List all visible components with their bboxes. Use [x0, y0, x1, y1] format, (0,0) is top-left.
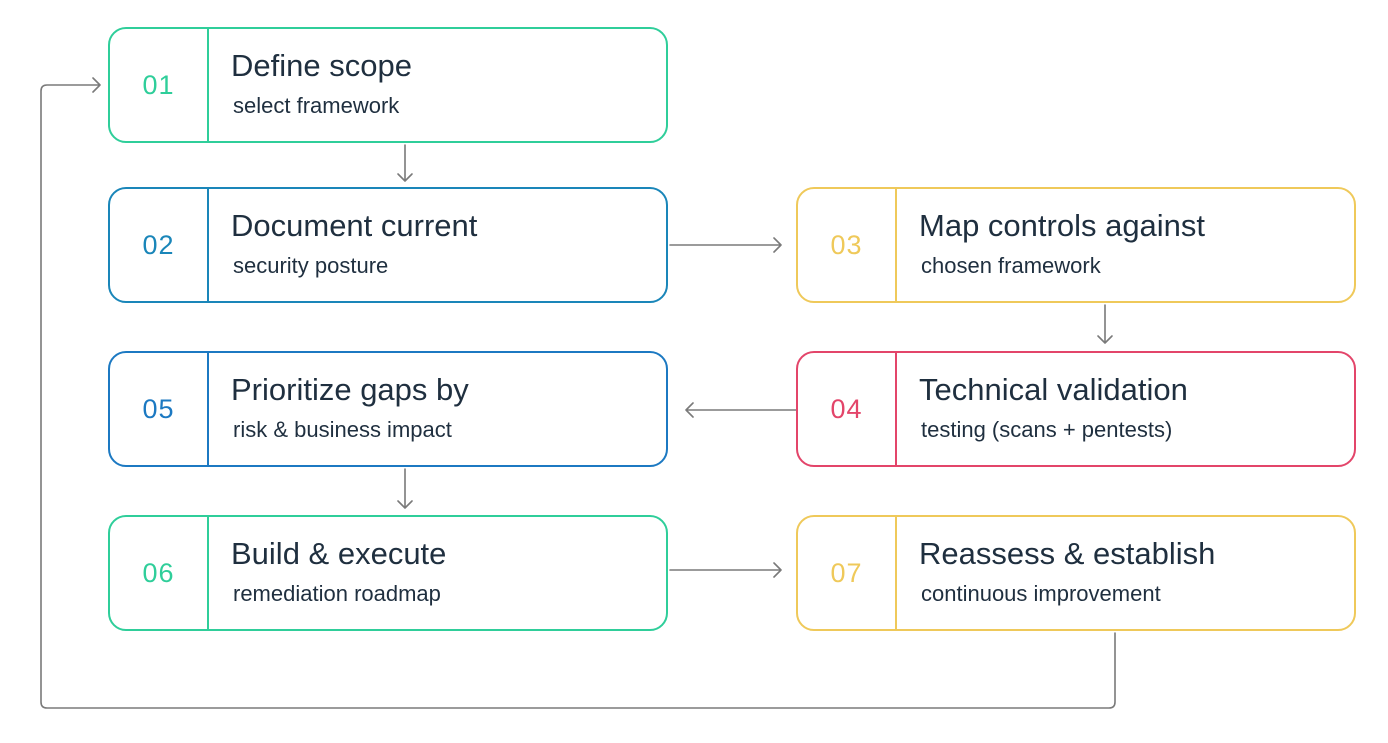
step-text: Reassess & establish continuous improvem…: [897, 517, 1354, 629]
step-01-card: 01 Define scope select framework: [108, 27, 668, 143]
step-number: 01: [110, 29, 209, 141]
arrow-06-to-07: [669, 562, 782, 578]
step-02-card: 02 Document current security posture: [108, 187, 668, 303]
step-subtitle: testing (scans + pentests): [921, 417, 1173, 442]
step-title: Reassess & establish: [919, 536, 1216, 571]
step-title: Build & execute: [231, 536, 447, 571]
arrow-07-to-01-loop: [40, 77, 1116, 709]
step-subtitle: continuous improvement: [921, 581, 1161, 606]
arrow-02-to-03: [669, 237, 782, 253]
step-subtitle: select framework: [233, 93, 400, 118]
step-text: Build & execute remediation roadmap: [209, 517, 666, 629]
step-text: Define scope select framework: [209, 29, 666, 141]
step-title: Map controls against: [919, 208, 1206, 243]
step-title: Document current: [231, 208, 478, 243]
step-title: Technical validation: [919, 372, 1188, 407]
step-number: 03: [798, 189, 897, 301]
step-subtitle: security posture: [233, 253, 389, 278]
arrow-03-to-04: [1097, 304, 1113, 344]
step-04-card: 04 Technical validation testing (scans +…: [796, 351, 1356, 467]
step-05-card: 05 Prioritize gaps by risk & business im…: [108, 351, 668, 467]
step-subtitle: chosen framework: [921, 253, 1101, 278]
step-title: Define scope: [231, 48, 412, 83]
step-number: 06: [110, 517, 209, 629]
step-03-card: 03 Map controls against chosen framework: [796, 187, 1356, 303]
step-text: Map controls against chosen framework: [897, 189, 1354, 301]
step-number: 02: [110, 189, 209, 301]
step-text: Prioritize gaps by risk & business impac…: [209, 353, 666, 465]
step-number: 04: [798, 353, 897, 465]
arrow-04-to-05: [685, 402, 797, 418]
step-title: Prioritize gaps by: [231, 372, 469, 407]
step-subtitle: remediation roadmap: [233, 581, 441, 606]
arrow-05-to-06: [397, 468, 413, 509]
step-06-card: 06 Build & execute remediation roadmap: [108, 515, 668, 631]
step-07-card: 07 Reassess & establish continuous impro…: [796, 515, 1356, 631]
step-text: Document current security posture: [209, 189, 666, 301]
step-text: Technical validation testing (scans + pe…: [897, 353, 1354, 465]
step-subtitle: risk & business impact: [233, 417, 452, 442]
step-number: 07: [798, 517, 897, 629]
arrow-01-to-02: [397, 144, 413, 182]
step-number: 05: [110, 353, 209, 465]
